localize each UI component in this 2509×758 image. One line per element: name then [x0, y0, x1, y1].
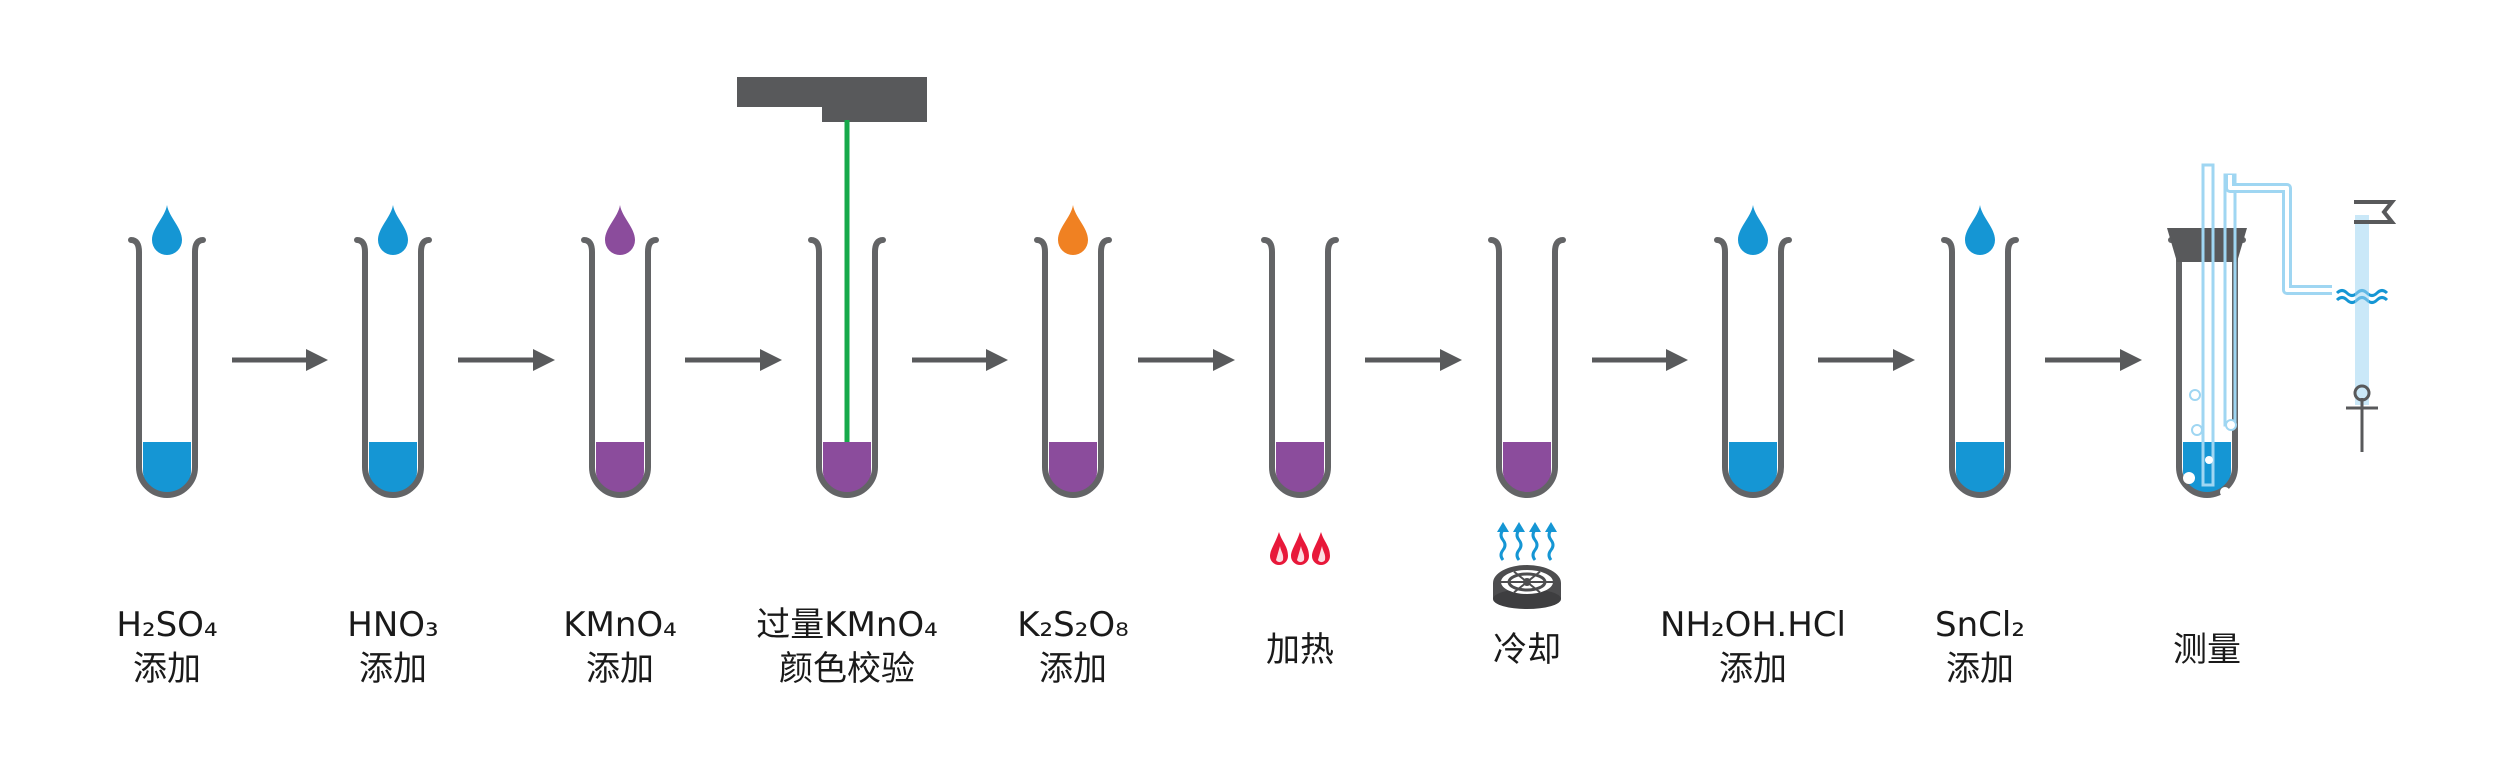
action-text: 添加: [1719, 649, 1787, 689]
liquid-purple: [1503, 442, 1551, 495]
liquid-blue: [1956, 442, 2004, 495]
flow-arrow: [232, 349, 328, 371]
flow-arrow: [1365, 349, 1462, 371]
liquid-blue: [143, 442, 191, 495]
action-text: 添加: [133, 649, 201, 689]
probe-icon: [737, 77, 927, 442]
test-tube-step-6: [1261, 237, 1339, 498]
droplet-orange-icon: [1058, 205, 1088, 255]
flow-arrow: [458, 349, 555, 371]
liquid-purple: [823, 442, 871, 495]
test-tube-step-5: [1034, 205, 1112, 498]
test-tube-step-8: [1714, 205, 1792, 498]
liquid-purple: [1049, 442, 1097, 495]
action-text: 添加: [1039, 649, 1107, 689]
droplet-blue-icon: [378, 205, 408, 255]
reagent-name: KMnO₄: [563, 605, 677, 645]
liquid-purple: [596, 442, 644, 495]
action-text: 添加: [1946, 649, 2014, 689]
step-label-10: 测量: [2077, 628, 2337, 672]
droplet-blue-icon: [1738, 205, 1768, 255]
test-tube-step-3: [581, 205, 659, 498]
test-tube-icon: [128, 237, 206, 498]
liquid-blue: [2183, 442, 2231, 495]
action-text: 测量: [2173, 630, 2241, 670]
test-tube-icon: [581, 237, 659, 498]
action-text: 冷却: [1493, 630, 1561, 670]
flow-arrow: [1592, 349, 1688, 371]
reagent-name: HNO₃: [347, 605, 439, 645]
reagent-name: H₂SO₄: [116, 605, 218, 645]
flame-icon: [1270, 532, 1330, 565]
test-tube-icon: [808, 237, 886, 498]
action-text: 添加: [586, 649, 654, 689]
liquid-blue: [369, 442, 417, 495]
droplet-blue-icon: [1965, 205, 1995, 255]
step-label-6: 加热: [1170, 628, 1430, 672]
cooling-fan-icon: [1493, 522, 1561, 609]
gas-washing-apparatus-icon: [2167, 163, 2397, 497]
liquid-blue: [1729, 442, 1777, 495]
droplet-blue-icon: [152, 205, 182, 255]
test-tube-step-1: [128, 205, 206, 498]
test-tube-icon: [1034, 237, 1112, 498]
test-tube-step-2: [354, 205, 432, 498]
reagent-name: 过量KMnO₄: [756, 605, 938, 645]
action-text: 颜色校验: [779, 649, 915, 689]
test-tube-icon: [1714, 237, 1792, 498]
flow-arrow: [1138, 349, 1235, 371]
test-tube-icon: [1941, 237, 2019, 498]
flow-arrow: [685, 349, 782, 371]
test-tube-icon: [1261, 237, 1339, 498]
reagent-name: SnCl₂: [1935, 605, 2025, 645]
action-text: 加热: [1266, 630, 1334, 670]
flow-arrow: [912, 349, 1008, 371]
action-text: 添加: [359, 649, 427, 689]
reagent-name: K₂S₂O₈: [1017, 605, 1129, 645]
test-tube-step-9: [1941, 205, 2019, 498]
liquid-purple: [1276, 442, 1324, 495]
test-tube-icon: [1488, 237, 1566, 498]
test-tube-step-7: [1488, 237, 1566, 498]
test-tube-icon: [354, 237, 432, 498]
droplet-purple-icon: [605, 205, 635, 255]
step-label-7: 冷却: [1397, 628, 1657, 672]
flow-arrow: [2045, 349, 2142, 371]
test-tube-step-4: [808, 237, 886, 498]
reagent-name: NH₂OH.HCl: [1660, 605, 1846, 645]
flow-arrow: [1818, 349, 1915, 371]
